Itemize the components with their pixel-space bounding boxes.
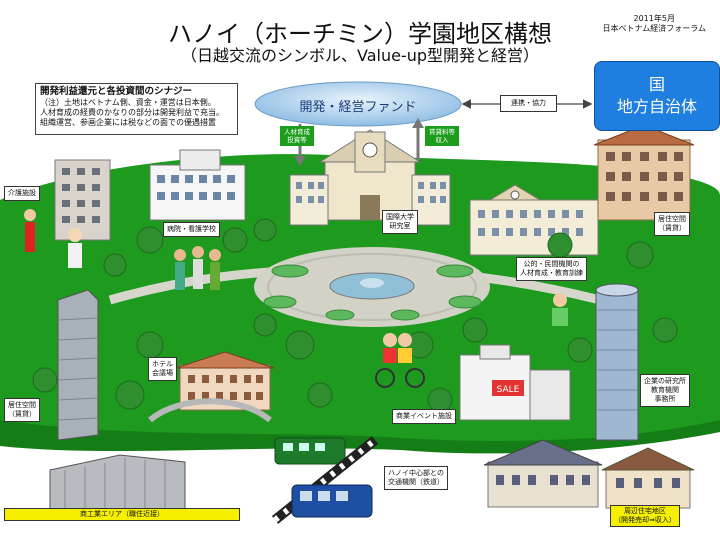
page-subtitle: （日越交流のシンボル、Value-up型開発と経営） [180, 46, 539, 65]
forum-text: 日本ベトナム経済フォーラム [602, 24, 706, 33]
government-line-2: 地方自治体 [616, 97, 697, 116]
hotel-building [148, 351, 275, 423]
government-box: 国 地方自治体 [594, 61, 720, 131]
label-corporate-labs: 企業の研究所 教育機関 事務所 [640, 374, 690, 407]
label-care-facility: 介護施設 [4, 186, 40, 201]
sale-building: SALE [459, 344, 571, 421]
fund-tag-revenue: 賃貸料等 収入 [425, 126, 459, 146]
synergy-line-3: 組織運営、参画企業には税などの面での優遇措置 [40, 118, 216, 127]
svg-text:SALE: SALE [497, 385, 520, 395]
hospital-building [149, 149, 246, 221]
label-commercial-event: 商業イベント施設 [392, 409, 456, 424]
government-line-1: 国 [648, 75, 665, 94]
label-industrial-area: 商工業エリア（職住近接） [4, 508, 240, 521]
dateline: 2011年5月 日本ベトナム経済フォーラム [602, 14, 706, 34]
label-training-institution: 公的・民間機関の 人材育成・教育訓練 [516, 257, 587, 281]
corporate-tower [595, 283, 639, 441]
research-building [469, 184, 599, 256]
label-hotel: ホテル 会議場 [148, 357, 177, 381]
care-facility-building [54, 159, 111, 241]
label-transport: ハノイ中心部との 交通機関（鉄道） [384, 466, 448, 490]
fund-tag-investment: 人材育成 投資等 [280, 126, 314, 146]
synergy-note-box: 開発利益還元と各投資間のシナジー （注）土地はベトナム側、資金・運営は日本側。 … [35, 83, 238, 135]
label-graduate-school: 国際大学 研究室 [382, 210, 418, 234]
synergy-line-1: （注）土地はベトナム側、資金・運営は日本側。 [40, 98, 216, 107]
fund-label: 開発・経営ファンド [299, 100, 417, 115]
suburban-houses [483, 439, 695, 509]
label-residence-right: 居住空間 （賃貸） [654, 212, 690, 236]
label-suburban-housing: 周辺住宅地区 （開発売却⇒収入） [610, 505, 680, 527]
date-text: 2011年5月 [633, 14, 675, 23]
train-illustration [271, 436, 379, 524]
fund-ellipse [254, 81, 462, 127]
cooperation-label: 連携・協力 [500, 95, 557, 112]
page-title: ハノイ（ホーチミン）学園地区構想 [168, 20, 552, 48]
label-residence-left: 居住空間 （賃貸） [4, 398, 40, 422]
synergy-heading: 開発利益還元と各投資間のシナジー [40, 86, 193, 97]
label-nursing-school: 病院・看護学校 [163, 222, 220, 237]
trees [32, 218, 678, 413]
synergy-line-2: 人材育成の経費のかなりの部分は開発利益で充当。 [40, 108, 224, 117]
people [24, 209, 568, 388]
residence-left-tower [57, 289, 99, 441]
industrial-building [49, 454, 186, 511]
residence-right-building [593, 124, 695, 221]
